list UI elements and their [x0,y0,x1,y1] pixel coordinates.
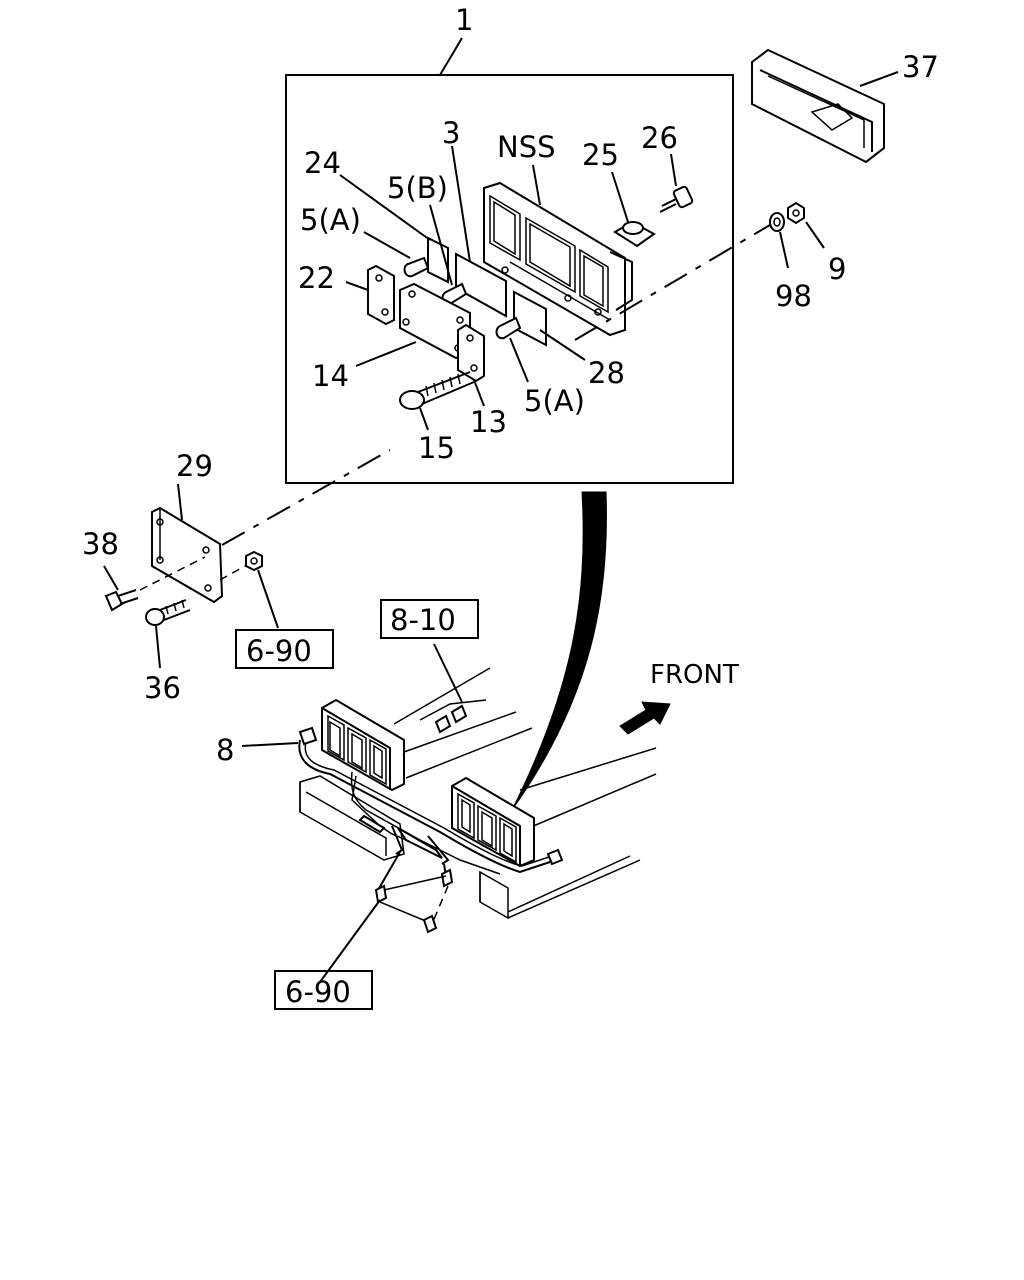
label-5a-top: 5(A) [300,203,361,237]
label-3: 3 [442,116,460,150]
label-29: 29 [176,449,213,483]
nut-6-90 [245,550,279,629]
label-15: 15 [418,431,455,465]
label-26: 26 [641,121,678,155]
lens-22 [345,264,395,326]
label-1: 1 [455,3,473,37]
label-nss: NSS [497,130,556,164]
ref-8-10[interactable]: 8-10 [390,603,456,637]
label-38: 38 [82,527,119,561]
screw-15 [399,371,475,431]
bolt-38 [103,565,139,612]
label-14: 14 [312,359,349,393]
gasket-3 [451,145,507,318]
callout-pointer [511,491,607,811]
label-5b: 5(B) [387,171,448,205]
nut-9 [787,201,825,249]
ref-box-8-10[interactable] [380,599,479,639]
right-lamp [451,776,535,868]
bulb-5a-bottom [495,316,529,383]
detail-box [285,37,734,484]
label-22: 22 [298,261,335,295]
plate-29 [151,483,224,604]
bulb-5a-top [363,231,430,278]
washer-98 [769,212,789,269]
lamp-housing-nss [483,164,633,337]
lamp-cover-37 [751,48,899,164]
label-9: 9 [828,252,846,286]
label-36: 36 [144,671,181,705]
ref-6-90-top[interactable]: 6-90 [246,634,312,668]
ref-6-90-bottom[interactable]: 6-90 [285,975,351,1009]
vehicle-frame [299,667,657,920]
part-25 [611,171,656,248]
label-8: 8 [216,733,234,767]
label-37: 37 [902,50,939,84]
front-arrow-icon [619,701,671,735]
label-28: 28 [588,356,625,390]
ref-box-6-90-top[interactable] [235,629,334,669]
label-13: 13 [470,405,507,439]
label-98: 98 [775,279,812,313]
bolt-36 [145,599,191,669]
label-front: FRONT [650,660,739,690]
left-lamp [321,698,405,792]
wiring-harness [298,699,564,934]
screw-26 [659,153,694,213]
label-24: 24 [304,146,341,180]
label-5a-bottom: 5(A) [524,384,585,418]
gasket-28 [513,290,586,361]
ref-box-6-90-bottom[interactable] [274,970,373,1010]
lens-13 [457,323,485,407]
label-25: 25 [582,138,619,172]
